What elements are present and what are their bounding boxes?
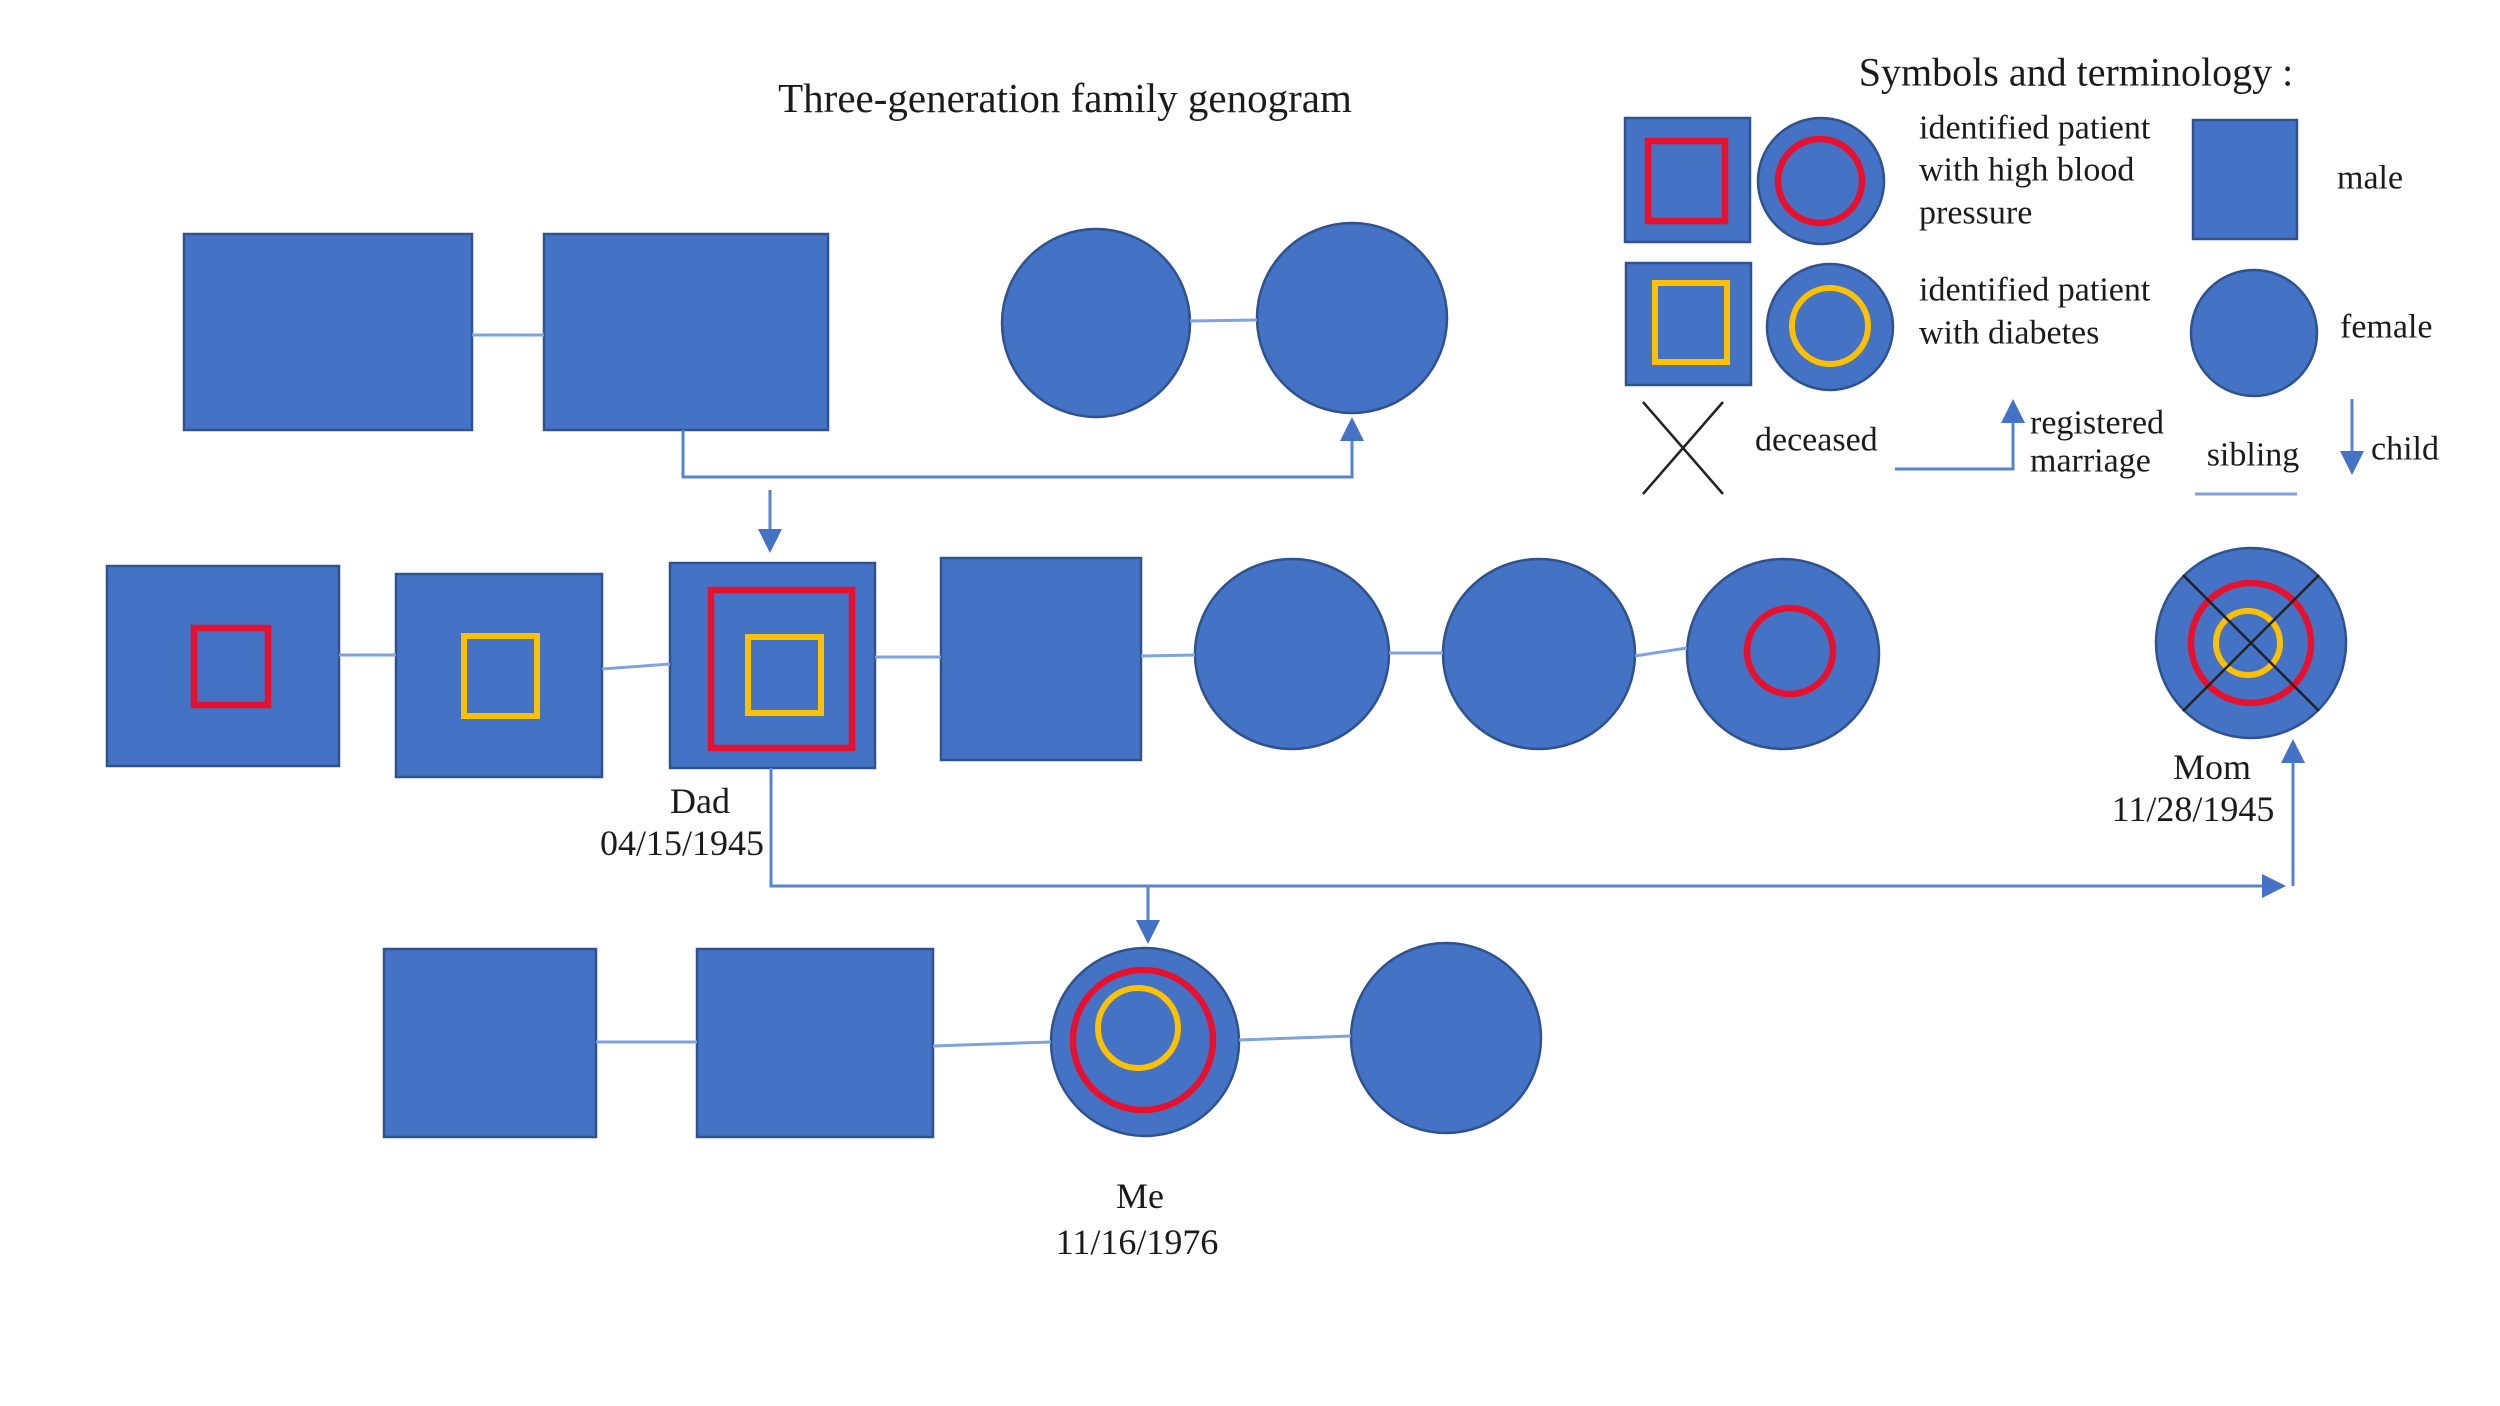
- legend-hbp-female-marker-icon: [1774, 135, 1866, 227]
- page-title: Three-generation family genogram: [778, 75, 1352, 121]
- gen2-sibling-line-4: [1140, 653, 1196, 658]
- gen2-mom-deceased-x-icon-2: [2182, 574, 2320, 712]
- mom-dob-label: 11/28/1945: [2112, 789, 2275, 829]
- legend-sibling-label: sibling: [2207, 437, 2300, 474]
- gen2-aunt2-circle: [1441, 557, 1637, 751]
- gen3-brother1-square: [382, 947, 598, 1139]
- gen2-mom-hbp-marker: [2187, 579, 2315, 707]
- gen3-sister-circle: [1349, 941, 1543, 1135]
- gen1-circle-sibling-line: [1189, 318, 1258, 323]
- gen2-uncle2-square: [394, 572, 604, 779]
- gen2-marriage-arrow-horizontal: [769, 768, 2286, 898]
- gen2-dad-diabetes-marker: [745, 634, 824, 716]
- gen2-dad-hbp-marker: [707, 586, 856, 752]
- legend-hbp-male-marker-icon: [1644, 137, 1729, 225]
- gen2-mom-diabetes-marker: [2213, 608, 2283, 678]
- legend-marriage-label-line2: marriage: [2030, 443, 2151, 480]
- gen2-uncle2-diabetes-marker: [461, 633, 540, 719]
- legend-deceased-x-icon-2: [1642, 401, 1724, 495]
- legend-hbp-label-line1: identified patient: [1919, 110, 2151, 147]
- gen1-grandmother-b-circle: [1255, 221, 1449, 415]
- legend-diabetes-male-marker-icon: [1652, 280, 1730, 365]
- legend-diabetes-female-icon: [1765, 262, 1895, 392]
- gen1-grandfather-a-square: [182, 232, 474, 432]
- gen2-aunt3-circle: [1685, 557, 1881, 751]
- legend-female-icon: [2189, 268, 2319, 398]
- legend-male-label: male: [2337, 160, 2403, 197]
- legend-diabetes-female-marker-icon: [1789, 285, 1871, 367]
- legend-hbp-label-line2: with high blood: [1919, 152, 2134, 189]
- gen2-sibling-line-2: [601, 662, 671, 671]
- gen2-uncle1-hbp-marker: [190, 624, 272, 709]
- legend-title: Symbols and terminology :: [1859, 50, 2293, 95]
- legend-hbp-label-line3: pressure: [1919, 195, 2032, 232]
- gen2-uncle3-square: [939, 556, 1143, 762]
- gen1-marriage-arrow: [681, 417, 1364, 479]
- gen3-sibling-line-2: [932, 1040, 1052, 1048]
- gen3-brother2-square: [695, 947, 935, 1139]
- legend-diabetes-label-line2: with diabetes: [1919, 315, 2099, 352]
- dad-name-label: Dad: [670, 781, 730, 821]
- gen3-me-hbp-marker: [1069, 966, 1217, 1114]
- gen1-grandmother-a-circle: [1000, 227, 1192, 419]
- legend-male-icon: [2191, 118, 2299, 241]
- mom-name-label: Mom: [2173, 747, 2251, 787]
- legend-child-label: child: [2371, 431, 2439, 468]
- gen2-aunt3-hbp-marker: [1743, 604, 1837, 698]
- gen3-me-diabetes-marker: [1095, 985, 1181, 1071]
- me-dob-label: 11/16/1976: [1056, 1222, 1219, 1262]
- gen2-uncle1-square: [105, 564, 341, 768]
- legend-female-label: female: [2340, 309, 2433, 346]
- legend-diabetes-label-line1: identified patient: [1919, 272, 2151, 309]
- legend-deceased-label: deceased: [1755, 422, 1878, 459]
- legend-marriage-label-line1: registered: [2030, 405, 2164, 442]
- legend-marriage-arrow-icon: [1895, 399, 2025, 471]
- gen2-dad-square: [668, 561, 877, 770]
- gen2-aunt1-circle: [1193, 557, 1391, 751]
- gen3-sibling-line-3: [1238, 1034, 1352, 1042]
- me-name-label: Me: [1116, 1176, 1164, 1216]
- gen2-sibling-line-6: [1634, 646, 1688, 658]
- gen1-grandfather-b-square: [542, 232, 830, 432]
- dad-dob-label: 04/15/1945: [600, 823, 764, 863]
